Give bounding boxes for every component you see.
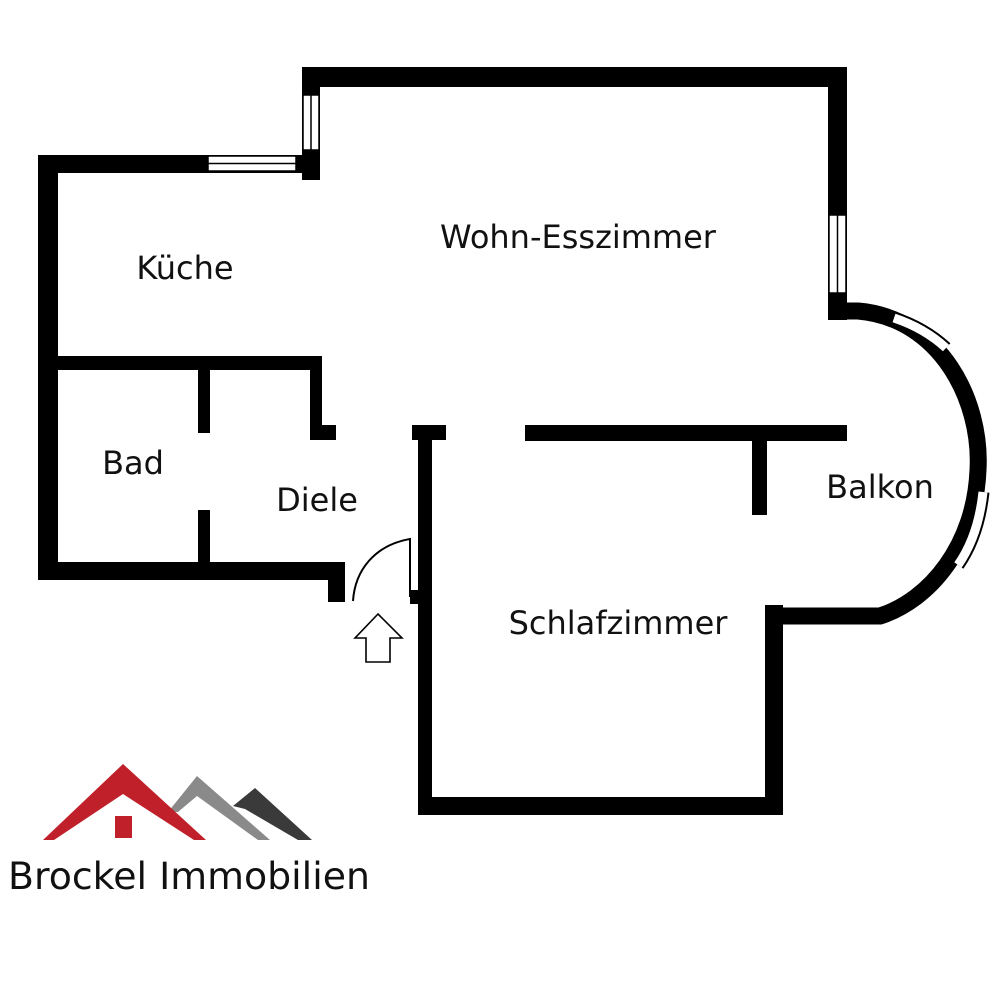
- arrow-up-icon: [353, 612, 404, 663]
- wall-left: [38, 155, 58, 580]
- wall-bath-divider-top: [198, 370, 210, 433]
- wall-diele-upper: [310, 356, 322, 440]
- windows: [207, 94, 990, 569]
- logo-roof-red: [43, 764, 206, 840]
- wall-center-vertical: [418, 425, 432, 815]
- walls: [38, 67, 987, 815]
- wall-top: [302, 67, 847, 87]
- logo-roof-dark: [233, 788, 312, 840]
- wall-step: [328, 562, 345, 602]
- wall-living-bedroom: [525, 425, 847, 441]
- wall-kitchen-bath: [58, 356, 322, 370]
- room-label-schlaf: Schlafzimmer: [509, 604, 729, 642]
- room-label-bad: Bad: [102, 444, 164, 482]
- room-label-kueche: Küche: [136, 249, 233, 287]
- room-label-wohn: Wohn-Esszimmer: [440, 218, 717, 256]
- logo-roof-gray: [168, 776, 270, 840]
- brand-name: Brockel Immobilien: [8, 855, 370, 898]
- logo-chimney: [115, 816, 132, 838]
- wall-bedroom-right: [765, 605, 783, 815]
- door-swing-icon: [352, 537, 411, 602]
- wall-bedroom-bottom: [418, 797, 783, 815]
- wall-door-jamb: [410, 590, 422, 604]
- wall-balcony-divider: [752, 425, 767, 515]
- brand-logo: Brockel Immobilien: [8, 764, 370, 898]
- wall-diele-cap: [310, 425, 336, 440]
- room-label-diele: Diele: [276, 481, 358, 519]
- wall-bath-divider-bottom: [198, 510, 210, 562]
- wall-bottom-left: [38, 562, 345, 580]
- room-label-balkon: Balkon: [826, 468, 934, 506]
- wall-balcony-arc: [775, 302, 987, 625]
